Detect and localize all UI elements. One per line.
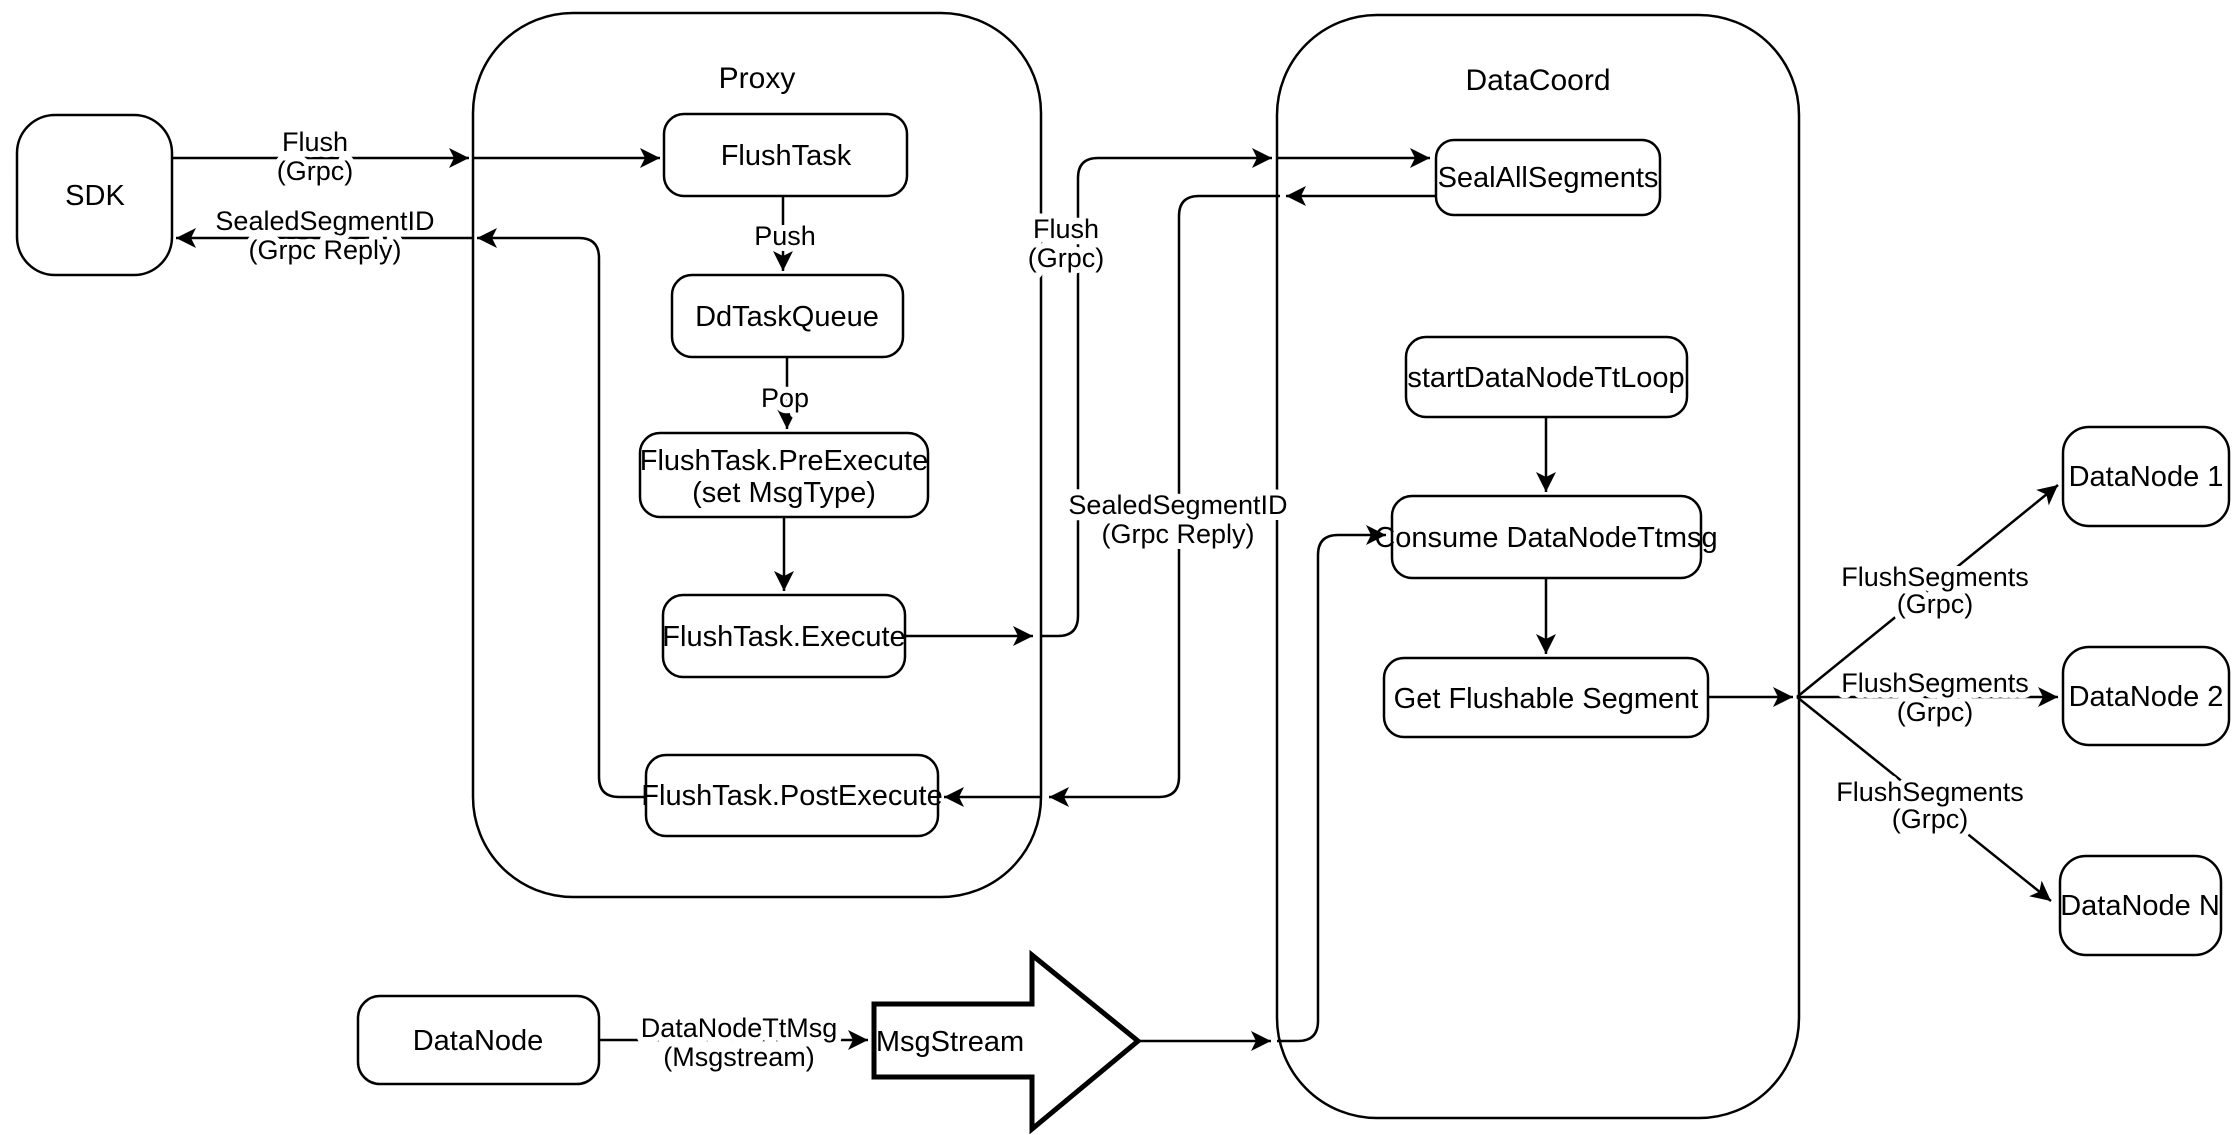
label-sdk-reply-line2: (Grpc Reply) <box>248 235 401 265</box>
datacoord-container <box>1275 13 1801 1120</box>
label-proxy-flush-line1: Flush <box>1033 214 1099 244</box>
node-ddtaskqueue: DdTaskQueue <box>670 273 905 359</box>
node-sealallsegments-label: SealAllSegments <box>1438 162 1659 194</box>
label-sdk-flush-line2: (Grpc) <box>277 156 354 186</box>
edge-datacoord-to-proxy-reply <box>1049 194 1280 807</box>
label-pop: Pop <box>761 383 809 413</box>
node-preexecute-label-line2: (set MsgType) <box>692 477 876 509</box>
edge-fan-to-datanoden <box>1796 696 2052 902</box>
node-datanode1-label: DataNode 1 <box>2069 461 2224 493</box>
label-flushsegmentsn-line2: (Grpc) <box>1892 804 1969 834</box>
node-getflushablesegment-label: Get Flushable Segment <box>1394 683 1699 715</box>
label-flushsegments1-line2: (Grpc) <box>1897 589 1974 619</box>
node-startdatanodettloop: startDataNodeTtLoop <box>1404 335 1689 419</box>
label-flushsegments1-line1: FlushSegments <box>1841 562 2029 592</box>
node-datanode-bottom: DataNode <box>356 994 601 1086</box>
label-coord-reply-line1: SealedSegmentID <box>1068 490 1287 520</box>
edge-postexecute-to-proxy-border <box>477 228 646 799</box>
node-preexecute-label-line1: FlushTask.PreExecute <box>640 445 929 477</box>
node-execute: FlushTask.Execute <box>661 593 907 679</box>
node-sealallsegments: SealAllSegments <box>1434 138 1662 217</box>
edge-datacoord-to-consume <box>1277 525 1386 1043</box>
node-flushtask: FlushTask <box>662 112 909 198</box>
node-execute-label: FlushTask.Execute <box>662 621 905 653</box>
node-datanoden-label: DataNode N <box>2060 890 2220 922</box>
node-consumedatanodettmsg-label: Consume DataNodeTtmsg <box>1374 522 1717 554</box>
label-flushsegments2-line2: (Grpc) <box>1897 697 1974 727</box>
node-startdatanodettloop-label: startDataNodeTtLoop <box>1407 362 1684 394</box>
label-flushsegmentsn-line1: FlushSegments <box>1836 777 2024 807</box>
label-coord-reply-line2: (Grpc Reply) <box>1101 519 1254 549</box>
node-sdk-label: SDK <box>65 180 125 212</box>
node-postexecute-label: FlushTask.PostExecute <box>641 780 942 812</box>
edge-fan-to-datanode1 <box>1796 484 2059 698</box>
proxy-container <box>471 11 1043 899</box>
proxy-title: Proxy <box>719 62 796 95</box>
node-datanode1: DataNode 1 <box>2061 425 2231 528</box>
datacoord-title: DataCoord <box>1465 64 1610 97</box>
node-datanode2-label: DataNode 2 <box>2069 681 2224 713</box>
node-getflushablesegment: Get Flushable Segment <box>1382 656 1710 739</box>
label-sdk-flush-line1: Flush <box>282 127 348 157</box>
node-datanoden: DataNode N <box>2058 854 2223 957</box>
label-flushsegments2-line1: FlushSegments <box>1841 668 2029 698</box>
edge-proxy-to-datacoord-flush <box>1041 148 1272 638</box>
node-datanode-bottom-label: DataNode <box>413 1025 544 1057</box>
node-msgstream-label: MsgStream <box>876 1026 1024 1058</box>
label-datanodettmsg-line1: DataNodeTtMsg <box>641 1013 838 1043</box>
node-datanode2: DataNode 2 <box>2061 645 2231 747</box>
node-msgstream: MsgStream <box>871 949 1142 1135</box>
node-ddtaskqueue-label: DdTaskQueue <box>695 301 879 333</box>
label-datanodettmsg-line2: (Msgstream) <box>663 1042 815 1072</box>
node-flushtask-label: FlushTask <box>721 140 852 172</box>
msgstream-block-arrow-icon <box>871 949 1142 1135</box>
label-sdk-reply-line1: SealedSegmentID <box>215 206 434 236</box>
label-push: Push <box>754 221 816 251</box>
node-preexecute: FlushTask.PreExecute (set MsgType) <box>638 431 930 519</box>
node-sdk: SDK <box>15 113 174 277</box>
node-consumedatanodettmsg: Consume DataNodeTtmsg <box>1374 494 1718 580</box>
node-postexecute: FlushTask.PostExecute <box>641 753 943 838</box>
label-proxy-flush-line2: (Grpc) <box>1028 243 1105 273</box>
